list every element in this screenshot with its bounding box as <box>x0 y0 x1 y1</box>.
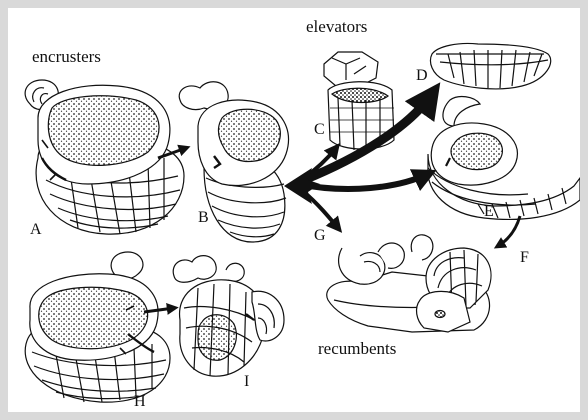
figure-panel: encrusters elevators recumbents A B C D … <box>8 8 580 412</box>
specimen-label-h: H <box>134 394 146 410</box>
shell-illustrations <box>8 8 580 412</box>
specimen-label-g: G <box>314 228 326 244</box>
specimen-h-drawing <box>25 252 170 402</box>
specimen-label-b: B <box>198 210 209 226</box>
specimen-label-a: A <box>30 222 42 238</box>
group-label-elevators: elevators <box>306 18 367 35</box>
specimen-e-drawing <box>428 97 580 220</box>
specimen-d-drawing <box>431 43 551 88</box>
group-label-recumbents: recumbents <box>318 340 396 357</box>
specimen-label-i: I <box>244 374 249 390</box>
specimen-i-drawing <box>173 256 284 377</box>
specimen-label-c: C <box>314 122 325 138</box>
arrow-e-to-f <box>498 216 520 246</box>
group-label-encrusters: encrusters <box>32 48 101 65</box>
specimen-label-e: E <box>484 204 494 220</box>
specimen-b-drawing <box>179 82 288 242</box>
specimen-recumbents-drawing <box>327 235 491 332</box>
specimen-label-d: D <box>416 68 428 84</box>
specimen-label-f: F <box>520 250 529 266</box>
